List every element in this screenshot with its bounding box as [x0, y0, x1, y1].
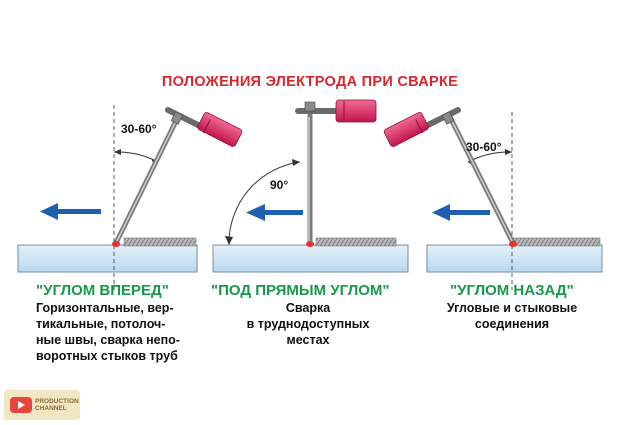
base-plate [212, 244, 409, 273]
panel-forward [17, 105, 243, 290]
arc-arrowhead-icon [225, 236, 233, 245]
weld-bead [315, 237, 397, 247]
description-line: местах [286, 333, 330, 347]
angle-label: 90° [270, 178, 289, 192]
base-plate [426, 244, 603, 273]
arc-arrowhead-icon [114, 149, 121, 155]
description-line: Угловые и стыковые [446, 301, 578, 315]
panel-backward [383, 107, 603, 290]
arc-spark [112, 241, 120, 247]
weld-bead [123, 237, 197, 247]
electrode-holder-icon [165, 107, 243, 147]
arc-arrowhead-icon [292, 159, 300, 166]
description-line: Горизонтальные, вер- [36, 301, 174, 315]
description-backward: Угловые и стыковые соединения [432, 300, 592, 332]
diagram-title: ПОЛОЖЕНИЯ ЭЛЕКТРОДА ПРИ СВАРКЕ [161, 74, 459, 90]
electrode-holder-icon [383, 107, 461, 147]
logo-line: CHANNEL [35, 405, 67, 412]
description-line: воротных стыков труб [36, 349, 178, 363]
channel-logo: PRODUCTION CHANNEL [4, 390, 80, 420]
direction-arrow-icon [246, 204, 303, 221]
logo-text: PRODUCTION CHANNEL [35, 398, 79, 412]
mode-label-perpendicular: "ПОД ПРЯМЫМ УГЛОМ" [211, 282, 390, 299]
arc-arrowhead-icon [505, 149, 512, 155]
description-line: Сварка [285, 301, 331, 315]
direction-arrow-icon [432, 204, 490, 221]
angle-arc [228, 161, 301, 246]
electrode-rod-highlight [116, 118, 178, 242]
logo-line: PRODUCTION [35, 398, 79, 405]
mode-label-forward: "УГЛОМ ВПЕРЕД" [36, 282, 169, 299]
angle-label: 30-60° [121, 122, 157, 136]
electrode-rod-highlight [450, 118, 513, 242]
angle-label: 30-60° [466, 140, 502, 154]
arc-spark [306, 241, 314, 247]
electrode-holder-icon [295, 99, 377, 123]
arc-spark [509, 241, 517, 247]
description-line: в труднодоступных [246, 317, 370, 331]
description-line: тикальные, потолоч- [36, 317, 166, 331]
description-forward: Горизонтальные, вер- тикальные, потолоч-… [36, 300, 206, 364]
description-perpendicular: Сварка в труднодоступных местах [228, 300, 388, 348]
weld-bead [511, 237, 601, 247]
panel-perpendicular [212, 99, 409, 273]
mode-label-backward: "УГЛОМ НАЗАД" [450, 282, 574, 299]
base-plate [17, 244, 198, 273]
youtube-icon [10, 397, 32, 413]
description-line: ные швы, сварка непо- [36, 333, 180, 347]
direction-arrow-icon [40, 203, 101, 220]
description-line: соединения [474, 317, 550, 331]
